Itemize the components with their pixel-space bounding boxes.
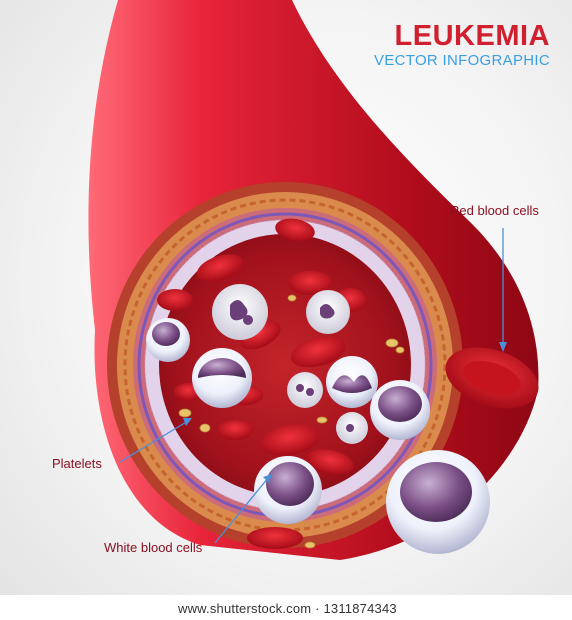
platelets-label: Platelets: [52, 456, 102, 471]
red-blood-cell: [306, 449, 354, 475]
red-blood-cell: [288, 271, 332, 295]
white-blood-cells-group: [146, 284, 430, 444]
white-blood-cells-label: White blood cells: [104, 540, 203, 555]
platelets-pointer: [119, 420, 189, 463]
white-blood-cell: [192, 348, 252, 408]
platelet: [395, 346, 405, 354]
stock-footer-text: www.shutterstock.com · 1311874343: [178, 601, 397, 616]
platelet: [199, 423, 211, 433]
red-blood-cell: [247, 527, 303, 549]
red-blood-cell: [217, 420, 253, 440]
platelet: [316, 416, 328, 424]
page-subtitle: VECTOR INFOGRAPHIC: [374, 52, 550, 69]
blood-vessel-illustration: [88, 0, 539, 560]
red-blood-cell: [275, 218, 315, 242]
red-blood-cell: [290, 336, 346, 368]
red-blood-cell: [196, 254, 244, 282]
platelets-group: [178, 294, 405, 549]
red-blood-cell: [157, 289, 193, 311]
red-blood-cells-arrowhead: [499, 342, 507, 352]
red-blood-cells-label: Red blood cells: [450, 203, 539, 218]
platelet: [178, 408, 192, 418]
white-blood-cells-pointer: [214, 477, 269, 544]
white-blood-cell: [287, 372, 323, 408]
platelet: [304, 541, 316, 549]
platelet: [287, 294, 297, 302]
page-title: LEUKEMIA: [394, 20, 550, 52]
platelet: [385, 338, 399, 348]
stock-footer-bar: www.shutterstock.com · 1311874343: [0, 595, 572, 620]
red-blood-cell: [260, 424, 320, 456]
